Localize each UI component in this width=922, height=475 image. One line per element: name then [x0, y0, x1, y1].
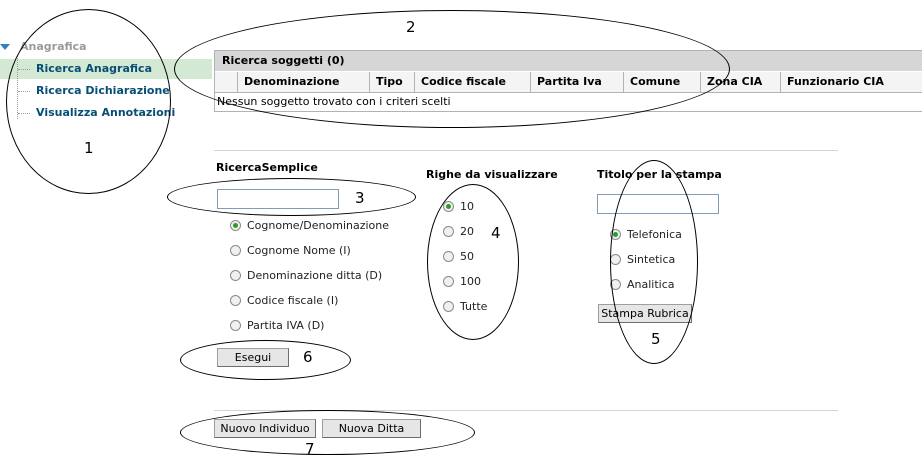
radio-label: Denominazione ditta (D)	[247, 269, 383, 282]
annotation-ellipse	[174, 10, 730, 128]
radio-label: Partita IVA (D)	[247, 319, 325, 332]
radio-label: Codice fiscale (I)	[247, 294, 339, 307]
annotation-number: 7	[305, 440, 315, 458]
annotation-ellipse	[6, 9, 171, 194]
radio-label: Cognome Nome (I)	[247, 244, 351, 257]
annotation-number: 4	[491, 224, 501, 242]
annotation-ellipse	[167, 178, 416, 216]
annotation-number: 3	[355, 189, 365, 207]
divider	[214, 150, 838, 151]
annotation-number: 1	[84, 139, 94, 157]
rows-title: Righe da visualizzare	[426, 168, 558, 181]
divider	[214, 410, 838, 411]
radio-button-icon[interactable]	[230, 220, 241, 231]
radio-label: Cognome/Denominazione	[247, 219, 390, 232]
radio-button-icon[interactable]	[230, 270, 241, 281]
annotation-ellipse	[180, 410, 475, 455]
annotation-ellipse	[610, 160, 698, 364]
annotation-number: 5	[651, 330, 661, 348]
expand-arrow-icon[interactable]	[0, 44, 10, 50]
annotation-ellipse	[427, 184, 519, 340]
annotation-number: 2	[406, 18, 416, 36]
radio-button-icon[interactable]	[230, 320, 241, 331]
simple-search-title: RicercaSemplice	[216, 161, 318, 174]
radio-button-icon[interactable]	[230, 295, 241, 306]
annotation-ellipse	[180, 340, 351, 380]
column-header-funzionario-cia[interactable]: Funzionario CIA	[787, 75, 884, 88]
annotation-number: 6	[303, 348, 313, 366]
radio-button-icon[interactable]	[230, 245, 241, 256]
